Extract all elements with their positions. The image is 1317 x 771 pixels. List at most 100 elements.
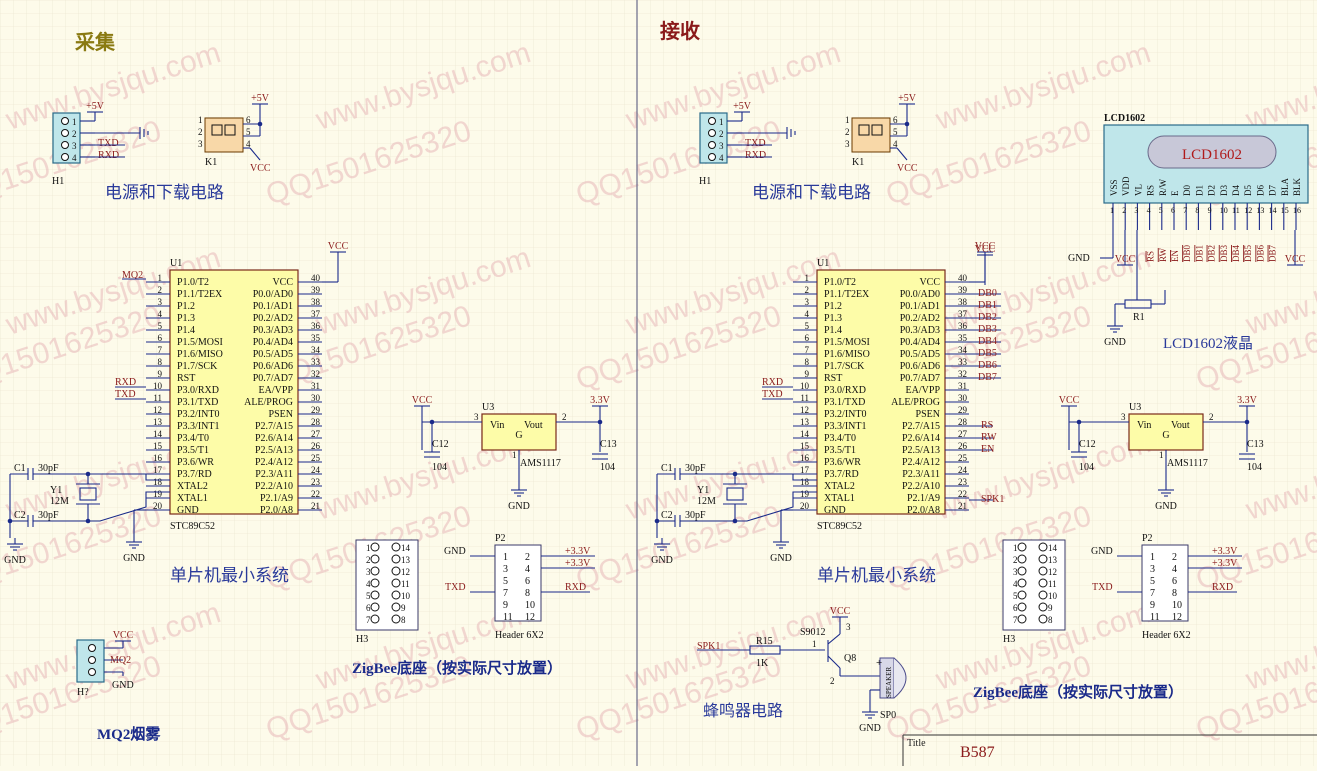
lcd-pin-name: VDD bbox=[1121, 176, 1131, 196]
gnd-label: GND bbox=[770, 553, 792, 564]
mcu-right-pin-name: P2.1/A9 bbox=[907, 493, 940, 504]
k1-pin: 3 bbox=[198, 139, 203, 149]
h3-pad bbox=[370, 554, 380, 564]
lcd-net-label: DB1 bbox=[1194, 245, 1204, 262]
power-label: VCC bbox=[975, 241, 996, 252]
h3-pad bbox=[1017, 542, 1027, 552]
k1-ref: K1 bbox=[852, 157, 864, 168]
h3-right-number: 13 bbox=[1048, 555, 1058, 565]
gnd-label: GND bbox=[859, 723, 881, 734]
mcu-left-pin-number: 16 bbox=[153, 453, 163, 463]
mcu-left-pin-name: P3.1/TXD bbox=[824, 397, 865, 408]
p2-left-number: 7 bbox=[503, 588, 508, 599]
mcu-right-pin-name: P0.3/AD3 bbox=[253, 325, 293, 336]
c12-value: 104 bbox=[1079, 462, 1094, 473]
crystal-y1 bbox=[726, 487, 744, 501]
gnd-symbol: GND bbox=[123, 536, 145, 564]
junction-dot bbox=[429, 419, 435, 425]
power-port: +5V bbox=[733, 101, 752, 113]
p2-right-number: 8 bbox=[525, 588, 530, 599]
mcu-right-pin-name: P2.0/A8 bbox=[260, 505, 293, 516]
mcu-right-pin-name: P2.1/A9 bbox=[260, 493, 293, 504]
mcu-body bbox=[169, 269, 299, 515]
mcu-right-pin-name: P2.3/A11 bbox=[902, 469, 940, 480]
mcu-right-pin-name: P0.0/AD0 bbox=[253, 289, 293, 300]
mcu-right-pin-number: 37 bbox=[958, 309, 968, 319]
mcu-left-pin-number: 4 bbox=[158, 309, 163, 319]
h3-pad bbox=[370, 590, 380, 600]
power-label: 3.3V bbox=[1237, 395, 1258, 406]
mcu-right-pin-number: 30 bbox=[958, 393, 968, 403]
mcu-right-pin-name: P2.2/A10 bbox=[255, 481, 293, 492]
mcu-left-pin-name: P3.6/WR bbox=[824, 457, 861, 468]
mcu-right-pin-name: VCC bbox=[272, 277, 293, 288]
crystal-y1 bbox=[79, 487, 97, 501]
h3-left-number: 7 bbox=[366, 615, 371, 625]
mcu-left-pin-name: P1.5/MOSI bbox=[824, 337, 870, 348]
c12-ref: C12 bbox=[1079, 439, 1096, 450]
u3-ref: U3 bbox=[1129, 402, 1141, 413]
mcu-ref: U1 bbox=[817, 258, 829, 269]
lcd-control-net: RW bbox=[981, 432, 997, 443]
h3-right-number: 8 bbox=[401, 615, 406, 625]
lcd-pin-name: R/W bbox=[1158, 178, 1168, 196]
p2-right-number: 12 bbox=[1172, 612, 1182, 623]
power-port: VCC bbox=[975, 244, 996, 256]
u3-part: AMS1117 bbox=[520, 458, 561, 469]
mcu-left-pin-number: 6 bbox=[158, 333, 163, 343]
mcu-left-pin-name: P3.5/T1 bbox=[177, 445, 209, 456]
mcu-left-pin-name: P1.4 bbox=[824, 325, 842, 336]
u3-vin: Vin bbox=[1137, 420, 1151, 431]
power-port: +5V bbox=[251, 93, 270, 105]
mcu-right-pin-name: P2.5/A13 bbox=[902, 445, 940, 456]
c13-value: 104 bbox=[600, 462, 615, 473]
mcu-right-pin-number: 29 bbox=[958, 405, 968, 415]
power-port: VCC bbox=[1285, 254, 1306, 266]
c12-ref: C12 bbox=[432, 439, 449, 450]
h3-ref: H3 bbox=[1003, 634, 1015, 645]
mcu-right-pin-number: 31 bbox=[311, 381, 320, 391]
mcu-left-pin-name: P1.3 bbox=[824, 313, 842, 324]
mcu-left-pin-number: 15 bbox=[800, 441, 810, 451]
q8-ref: Q8 bbox=[844, 653, 856, 664]
rxd-net: RXD bbox=[98, 150, 119, 161]
h1-pin bbox=[61, 129, 69, 137]
mcu-left-pin-name: P3.3/INT1 bbox=[824, 421, 867, 432]
mcu-right-pin-name: P0.1/AD1 bbox=[900, 301, 940, 312]
mcu-left-pin-name: P3.0/RXD bbox=[824, 385, 866, 396]
mcu-right-pin-number: 37 bbox=[311, 309, 321, 319]
h3-pad bbox=[370, 578, 380, 588]
sp0-ref: SP0 bbox=[880, 710, 896, 721]
mcu-part: STC89C52 bbox=[817, 521, 862, 532]
h3-pad bbox=[1038, 614, 1048, 624]
p2-left-number: 3 bbox=[503, 564, 508, 575]
h3-pad bbox=[1017, 614, 1027, 624]
txd-net: TXD bbox=[745, 138, 766, 149]
h3-socket-body bbox=[355, 539, 419, 631]
capacitor bbox=[592, 453, 608, 460]
gnd-symbol: GND bbox=[1104, 320, 1126, 348]
h3-pad bbox=[391, 602, 401, 612]
u3-g: G bbox=[1162, 430, 1169, 441]
h3-right-number: 11 bbox=[1048, 579, 1057, 589]
u3-pin1: 1 bbox=[1159, 450, 1164, 460]
h1-pin bbox=[708, 141, 716, 149]
junction-dot bbox=[85, 518, 91, 524]
power-port: 3.3V bbox=[590, 395, 611, 407]
power-label: VCC bbox=[975, 244, 996, 255]
h3-pad bbox=[391, 554, 401, 564]
p2-left-number: 5 bbox=[503, 576, 508, 587]
p2-right-number: 10 bbox=[1172, 600, 1182, 611]
mcu-left-pin-number: 20 bbox=[153, 501, 163, 511]
db-net-label: DB4 bbox=[978, 336, 997, 347]
db-net-label: DB6 bbox=[978, 360, 997, 371]
h3-pad bbox=[1017, 590, 1027, 600]
h3-pad bbox=[370, 566, 380, 576]
k1-pin: 1 bbox=[198, 115, 203, 125]
k1-pin: 6 bbox=[246, 115, 251, 125]
p2-right-number: 12 bbox=[525, 612, 535, 623]
